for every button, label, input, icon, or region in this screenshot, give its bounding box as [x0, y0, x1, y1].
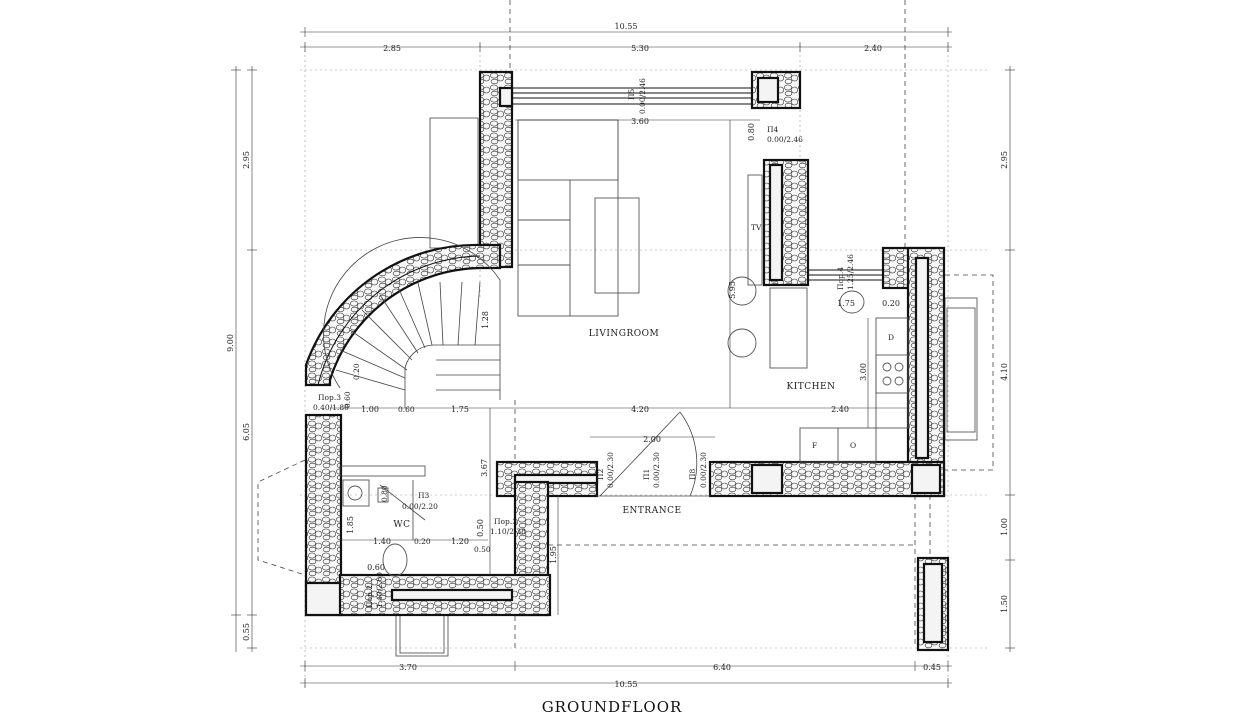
dim-top-c: 2.40	[864, 44, 882, 53]
tag-p4b-size: 1.25/2.46	[846, 254, 855, 290]
entrance-label: ENTRANCE	[622, 506, 681, 516]
entrance-door	[596, 411, 710, 497]
dim-kitchen-depth: 3.00	[859, 363, 868, 381]
dim-stair-b: 0.20	[882, 299, 900, 308]
spiral-staircase	[323, 237, 501, 408]
tag-p5-size: 0.00/2.46	[638, 78, 647, 114]
dim-wc-width: 1.40	[373, 537, 391, 546]
wc-label: WC	[393, 520, 410, 530]
tag-p8-size: 0.00/2.30	[699, 452, 708, 488]
walls	[304, 70, 950, 652]
fridge-label: F	[812, 441, 817, 450]
dim-kitchen-width: 2.40	[831, 405, 849, 414]
kitchen-label: KITCHEN	[787, 382, 836, 392]
tag-p8: П8	[688, 468, 697, 480]
mark-e: 0.60	[343, 391, 352, 408]
mark-c: 0.20	[414, 537, 431, 546]
dim-top-b: 5.30	[631, 44, 649, 53]
dim-win-a: 0.60	[367, 563, 385, 572]
tag-por3b: Пор.3	[494, 517, 517, 526]
dim-bottom-c: 0.45	[923, 663, 941, 672]
tag-p4b: Пор.4	[836, 267, 845, 290]
dim-left-a: 2.95	[242, 151, 251, 169]
dim-wc-depth: 1.85	[346, 516, 355, 534]
mark-f: 0.50	[474, 545, 491, 554]
kitchen-fixtures: D F O	[727, 276, 909, 463]
dim-right-b: 4.10	[1000, 363, 1009, 381]
tag-p3-size: 0.00/2.20	[402, 502, 438, 511]
tag-p1: П1	[642, 469, 651, 480]
internal-dimensions: 3.60 5.95 1.00 1.75 4.20 2.40 1.28 3.00 …	[330, 117, 910, 615]
livingroom-label: LIVINGROOM	[589, 329, 659, 339]
living-furniture: TV	[517, 119, 763, 317]
dim-top-total: 10.55	[615, 22, 638, 31]
mark-b: 0.60	[398, 405, 415, 414]
tag-p2-size: 0.00/2.30	[606, 452, 615, 488]
tag-p3: П3	[418, 491, 430, 500]
dim-hall-depth: 3.67	[480, 459, 489, 477]
room-labels: LIVINGROOM KITCHEN ENTRANCE WC	[393, 329, 835, 530]
tag-p1-size: 0.00/2.30	[652, 452, 661, 488]
dim-wc-door: 1.20	[451, 537, 469, 546]
left-dimensions: 9.00 2.95 6.05 0.55	[226, 66, 257, 652]
dim-left-c: 0.55	[242, 623, 251, 641]
right-dimensions: 2.95 4.10 1.00 1.50	[1000, 66, 1015, 652]
dim-left-total: 9.00	[226, 334, 235, 352]
tag-p5: П5	[627, 88, 636, 100]
dim-right-d: 1.50	[1000, 595, 1009, 613]
dim-left-b: 6.05	[242, 423, 251, 441]
dim-entrance-width: 2.00	[643, 435, 661, 444]
tag-p4: П4	[767, 125, 779, 134]
dim-kitchen-island: 1.75	[837, 299, 855, 308]
tag-por2: Пор.2	[365, 585, 374, 608]
dim-bottom-total: 10.55	[615, 680, 638, 689]
dim-living-width: 3.60	[631, 117, 649, 126]
mark-a: 0.80	[380, 485, 389, 502]
dim-bottom-b: 6.40	[713, 663, 731, 672]
tag-p2: П2	[596, 468, 605, 480]
dim-living-depth: 5.95	[728, 281, 737, 299]
top-dimensions: 10.55 2.85 5.30 2.40	[300, 22, 952, 53]
tag-por3b-size: 1.10/2.38	[490, 527, 526, 536]
dim-stair-rise: 1.28	[481, 311, 490, 329]
bottom-dimensions: 3.70 6.40 0.45 10.55	[300, 661, 952, 689]
dim-stair-depth: 1.75	[451, 405, 469, 414]
dim-stair-width: 1.00	[361, 405, 379, 414]
dim-right-a: 2.95	[1000, 151, 1009, 169]
tag-p4-size: 0.00/2.46	[767, 135, 803, 144]
tv-label: TV	[751, 223, 762, 232]
dim-wall-gap-b: 0.50	[476, 519, 485, 537]
plan-title: GROUNDFLOOR	[542, 698, 683, 716]
dim-right-c: 1.00	[1000, 518, 1009, 536]
tag-por3: Пор.3	[318, 393, 341, 402]
tag-por2-size: 1.40/2.00	[375, 572, 384, 608]
opening-tags: П5 0.00/2.46 П4 0.00/2.46 Пор.4 1.25/2.4…	[313, 78, 855, 608]
wc-fixtures	[339, 465, 426, 577]
dim-entrance-depth: 1.95	[549, 546, 558, 564]
oven-label: O	[850, 441, 856, 450]
dim-top-a: 2.85	[383, 44, 401, 53]
mark-d: 0.20	[352, 363, 361, 380]
tag-por3-size: 0.40/1.80	[313, 403, 349, 412]
top-window	[512, 87, 883, 281]
dishwasher-label: D	[888, 333, 894, 342]
dim-hall-width: 4.20	[631, 405, 649, 414]
dim-bottom-a: 3.70	[399, 663, 417, 672]
dim-wall-gap: 0.80	[747, 123, 756, 141]
